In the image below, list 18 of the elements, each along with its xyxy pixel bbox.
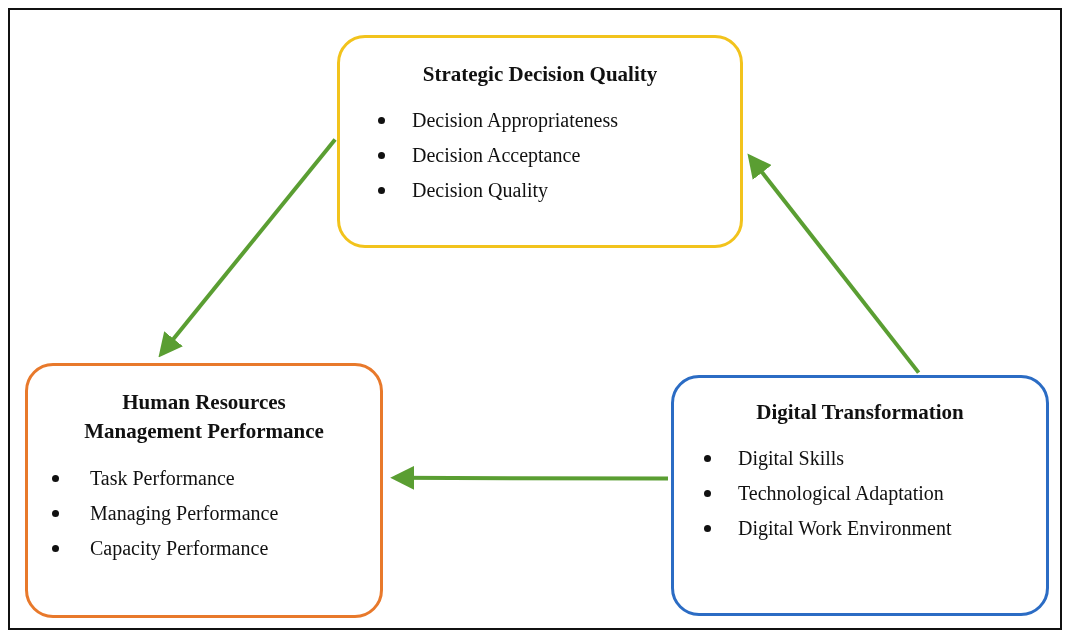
bullet-item: Task Performance (90, 466, 235, 489)
bullet-item: Digital Work Environment (738, 517, 952, 540)
concept-box (337, 35, 743, 248)
bullet-item: Capacity Performance (90, 536, 269, 559)
bullet-item: Technological Adaptation (738, 482, 944, 505)
box-heading: Strategic Decision Quality (421, 61, 659, 88)
box-heading: Human Resources Management Performance (83, 389, 325, 446)
concept-box (25, 363, 383, 618)
bullet-item: Managing Performance (90, 501, 279, 524)
arrow (158, 138, 337, 358)
bullet-item: Decision Acceptance (412, 144, 581, 167)
bullet-item: Decision Appropriateness (412, 109, 619, 132)
bullet-item: Digital Skills (738, 447, 845, 470)
box-heading: Digital Transformation (755, 399, 965, 426)
concept-box (671, 375, 1049, 616)
bullet-item: Decision Quality (412, 179, 549, 202)
arrow (747, 153, 921, 374)
arrow (390, 465, 668, 490)
